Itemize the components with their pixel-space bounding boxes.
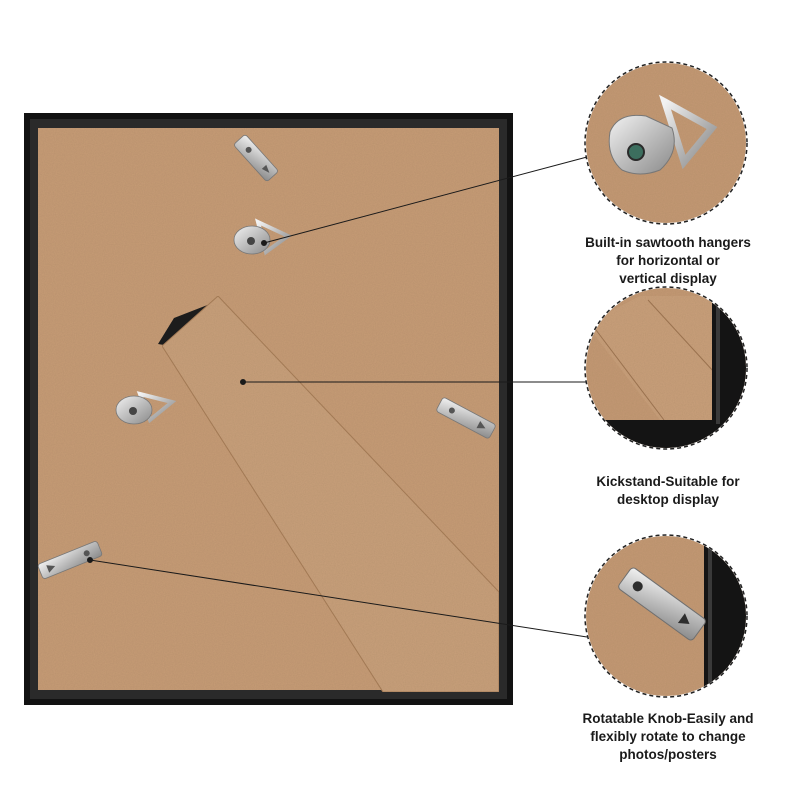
leader-line-knob (89, 559, 588, 638)
top-rotatable-clip[interactable] (233, 134, 278, 182)
sawtooth-hanger-middle[interactable] (115, 391, 177, 425)
leader-lines (87, 156, 588, 638)
caption-rotatable-knob: Rotatable Knob-Easily and flexibly rotat… (558, 710, 778, 764)
kickstand-panel (161, 295, 500, 693)
sawtooth-hanger-closeup (584, 61, 748, 225)
sawtooth-hanger-upper[interactable] (233, 218, 292, 256)
caption-line: photos/posters (619, 747, 717, 762)
caption-kickstand: Kickstand-Suitable for desktop display (558, 473, 778, 509)
right-rotatable-clip[interactable] (436, 397, 496, 439)
kickstand-closeup (584, 286, 748, 450)
kickstand[interactable] (158, 295, 500, 693)
caption-line: desktop display (616, 492, 720, 507)
left-rotatable-clip[interactable] (37, 541, 103, 580)
caption-line: Built-in sawtooth hangers (585, 235, 751, 250)
caption-line: Rotatable Knob-Easily and (582, 711, 754, 726)
rotatable-clip-closeup (584, 534, 748, 698)
leader-line-hanger (263, 156, 588, 244)
caption-line: Kickstand-Suitable for (596, 474, 740, 489)
caption-line: for horizontal or (616, 253, 720, 268)
caption-sawtooth-hangers: Built-in sawtooth hangers for horizontal… (558, 234, 778, 288)
caption-line: flexibly rotate to change (590, 729, 746, 744)
caption-line: vertical display (619, 271, 717, 286)
